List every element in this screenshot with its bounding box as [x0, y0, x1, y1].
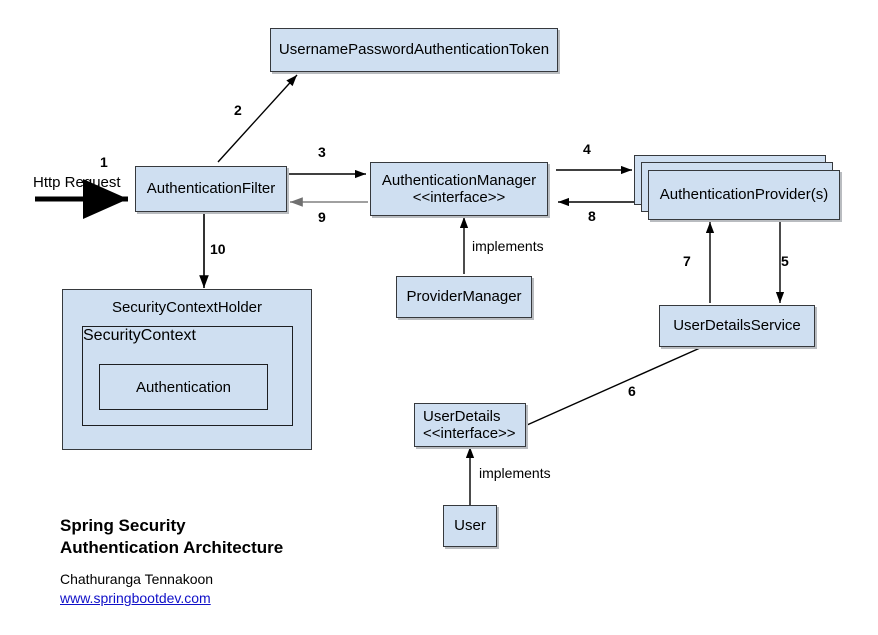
node-username-password-authentication-token[interactable]: UsernamePasswordAuthenticationToken — [270, 28, 558, 72]
node-authentication[interactable]: Authentication — [99, 364, 268, 410]
node-label: UserDetails — [423, 407, 501, 425]
node-provider-manager[interactable]: ProviderManager — [396, 276, 532, 318]
node-label: AuthenticationManager — [381, 171, 537, 189]
node-label: UserDetailsService — [673, 317, 801, 335]
authentication-label: Authentication — [135, 378, 232, 396]
node-stereotype: <<interface>> — [423, 425, 516, 442]
edge-label-3: 3 — [318, 144, 326, 160]
edge-label-7: 7 — [683, 253, 691, 269]
edge-label-4: 4 — [583, 141, 591, 157]
edge-label-10: 10 — [210, 241, 226, 257]
node-label: AuthenticationFilter — [146, 180, 276, 198]
edge-2-filter-to-token — [217, 74, 298, 163]
node-user-details-service[interactable]: UserDetailsService — [659, 305, 815, 347]
node-authentication-manager[interactable]: AuthenticationManager <<interface>> — [370, 162, 548, 216]
node-authentication-provider[interactable]: AuthenticationProvider(s) — [648, 170, 840, 220]
security-context-holder-label: SecurityContextHolder — [111, 299, 263, 316]
node-label: AuthenticationProvider(s) — [659, 186, 829, 204]
edge-6-userdetails-to-service — [526, 347, 701, 426]
edge-label-5: 5 — [781, 253, 789, 269]
edge-label-8: 8 — [588, 208, 596, 224]
edge-label-6: 6 — [628, 383, 636, 399]
edge-label-implements-provider-manager: implements — [472, 238, 544, 254]
node-security-context[interactable]: SecurityContext — [82, 326, 293, 426]
node-authentication-filter[interactable]: AuthenticationFilter — [135, 166, 287, 212]
diagram-title-line-1: Spring Security — [60, 516, 186, 535]
node-label: User — [454, 517, 486, 535]
node-label: UsernamePasswordAuthenticationToken — [278, 41, 550, 59]
edge-label-9: 9 — [318, 209, 326, 225]
diagram-title-line-2: Authentication Architecture — [60, 538, 284, 557]
edge-label-implements-user: implements — [479, 465, 551, 481]
node-user[interactable]: User — [443, 505, 497, 547]
node-user-details[interactable]: UserDetails <<interface>> — [414, 403, 526, 447]
diagram-website-link[interactable]: www.springbootdev.com — [60, 590, 211, 606]
edge-label-2: 2 — [234, 102, 242, 118]
edge-label-1: 1 — [100, 154, 108, 170]
node-stereotype: <<interface>> — [412, 189, 506, 206]
security-context-label: SecurityContext — [83, 327, 196, 344]
diagram-author: Chathuranga Tennakoon — [60, 571, 214, 587]
node-security-context-holder[interactable]: SecurityContextHolder — [62, 289, 312, 450]
http-request-label: Http Request — [33, 174, 121, 191]
node-label: ProviderManager — [406, 288, 522, 306]
